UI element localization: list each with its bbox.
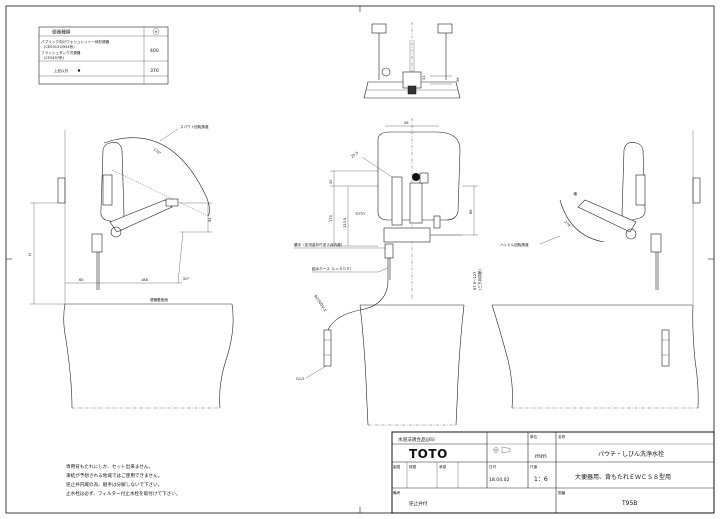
left-dim-92: 92 [208, 217, 212, 222]
top-dim-31: 31 [422, 75, 426, 80]
front-dim-30: 30 [329, 179, 333, 184]
spec-header-h: H [155, 30, 158, 34]
tb-scale-label: 尺度 [530, 464, 538, 469]
tb-drawn-label: 製図 [393, 464, 401, 469]
tb-check-label: 検図 [409, 464, 417, 469]
front-dim-170: 170 [329, 214, 333, 222]
tb-remark: 逆止弁付 [409, 500, 428, 507]
left-spout-deg: 170° [152, 148, 162, 156]
left-side-view: スパウト回転角度 170° 92 20° 65 188 H 便器着座面 [28, 124, 234, 409]
front-stop-valve-label: 腰手（定流量弁付逆止弁内蔵） [294, 242, 344, 247]
tb-unit-label: 単位 [530, 434, 538, 439]
sheet-border [5, 5, 715, 514]
left-seat-level-label: 便器着座面 [150, 297, 168, 302]
spec-row-3-value: 370 [150, 68, 159, 74]
spec-header-circle [152, 28, 160, 35]
right-handle-angle-label: ハンドル回転角度 [500, 242, 529, 247]
tb-approve-label: 承認 [439, 464, 447, 469]
note-3: 逆止弁内蔵の為、継手は分解しないで下さい。 [66, 481, 162, 488]
spec-header-type: 便器種類 [52, 29, 71, 36]
left-dim-65: 65 [79, 278, 84, 282]
spec-row-1-value: 400 [150, 48, 159, 54]
right-handle-deg: 270° [563, 220, 572, 229]
top-dim-26: 26 [456, 77, 460, 82]
right-label: 脚 [572, 191, 578, 196]
spec-row-3-label: 上記以外 [54, 68, 69, 73]
tb-drawing-no: T95B [621, 500, 637, 507]
front-dim-86: 86 [469, 209, 473, 214]
tb-remark-label: 備考 [393, 490, 401, 495]
right-side-view: 270° 脚 ハンドル回転角度 [491, 130, 701, 409]
projection-symbol [493, 446, 511, 454]
tb-standard: 水道法適合品(JIS) [398, 436, 435, 443]
tb-name: パウチ・しびん洗浄水栓 [598, 450, 664, 458]
left-dim-h: H [28, 253, 32, 256]
center-marks [6, 6, 714, 513]
front-view: 26 30 170 133.5 25.5 TOTO 86 87.5～127 (三… [294, 118, 482, 426]
tb-scale: 1：6 [534, 476, 548, 483]
front-dim-26: 26 [404, 121, 409, 125]
tb-name-label: 名称 [558, 434, 566, 439]
tb-unit: mm [535, 453, 547, 460]
note-1: 専用背もたれにしか、セット出来ません。 [66, 463, 153, 470]
left-dim-188: 188 [141, 278, 149, 282]
front-toto-mark: TOTO [354, 212, 365, 216]
spec-row-2-label: フラッシュタンク式便器 [41, 50, 81, 55]
front-vert-note: (三方弁調節) [477, 269, 482, 290]
spec-table: 便器種類 H パブリック向けウォシュレット一体形便器 (CES9153/954系… [38, 26, 169, 85]
tb-date-label: 日付 [489, 464, 497, 469]
tb-date: 18.04.02 [489, 477, 510, 483]
tb-drawing-no-label: 図番 [558, 490, 566, 495]
spec-row-1-sub: (CES9153/954系) [44, 44, 75, 49]
left-dim-20deg: 20° [183, 277, 190, 281]
top-view: 31 26 [363, 22, 461, 99]
front-dim-133: 133.5 [343, 218, 347, 228]
notes: 専用背もたれにしか、セット出来ません。 凍結が予想される地域ではご使用できません… [66, 463, 180, 497]
title-block: 水道法適合品(JIS) TOTO 単位 mm 名称 パウチ・しびん洗浄水栓 製図… [391, 431, 715, 514]
tb-brand: TOTO [409, 447, 448, 461]
front-hose-note: R∅500以上 [313, 294, 329, 313]
note-2: 凍結が予想される地域ではご使用できません。 [66, 472, 162, 479]
front-pipe-size: G1/2 [296, 377, 305, 381]
front-vert-dim: 87.5～127 [473, 272, 477, 290]
front-supply-hose-label: 給水ホース（L＝５００） [312, 266, 353, 271]
note-4: 止水栓は必ず、フィルター付止水栓を取付けて下さい。 [66, 490, 180, 497]
left-spout-angle-label: スパウト回転角度 [180, 124, 209, 129]
front-dim-25: 25.5 [350, 151, 359, 159]
spec-row-1-label: パブリック向けウォシュレット一体形便器 [41, 39, 110, 44]
tb-sub-name: 大便器用、背もたれＥＷＣＳ８型用 [575, 473, 671, 481]
spec-row-2-sub: (CFS497系) [44, 55, 65, 60]
